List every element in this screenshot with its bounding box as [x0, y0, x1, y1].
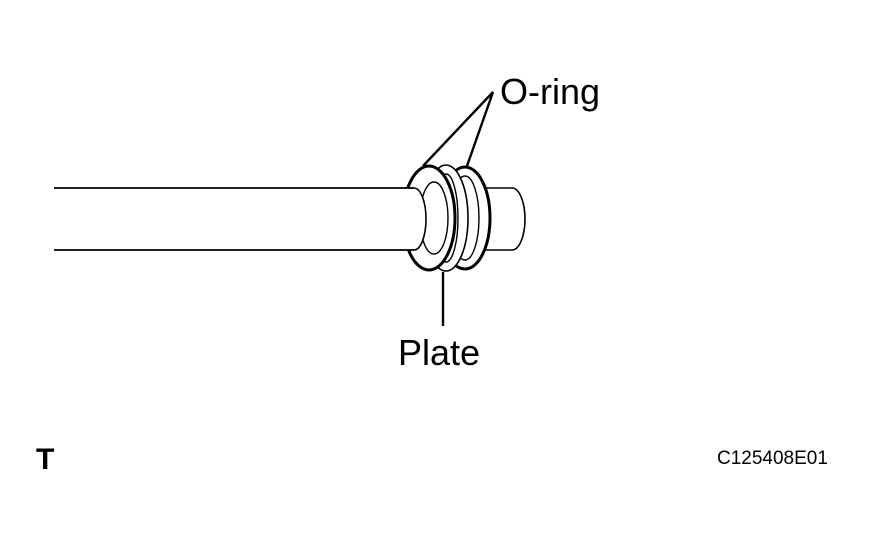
pipe-tip — [479, 187, 526, 251]
plate-label: Plate — [398, 332, 480, 373]
o-ring-label: O-ring — [500, 71, 600, 112]
figure-code: C125408E01 — [717, 448, 828, 469]
pipe-body — [54, 187, 427, 251]
view-marker: T — [36, 443, 54, 476]
o-ring-leader-lines — [422, 91, 495, 167]
